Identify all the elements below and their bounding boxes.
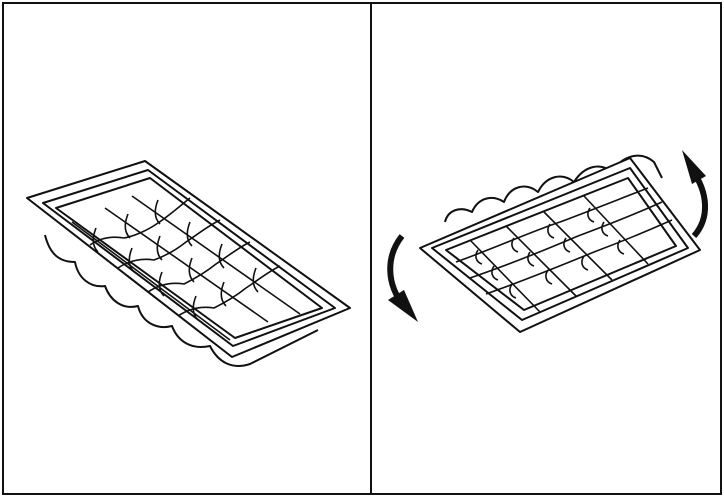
twist-arrow-up-head-icon: [682, 150, 706, 184]
twist-arrow-down-head-icon: [388, 290, 418, 322]
ice-tray-twisted-illustration: [420, 156, 700, 332]
ice-tray-flat-illustration: [27, 161, 350, 366]
